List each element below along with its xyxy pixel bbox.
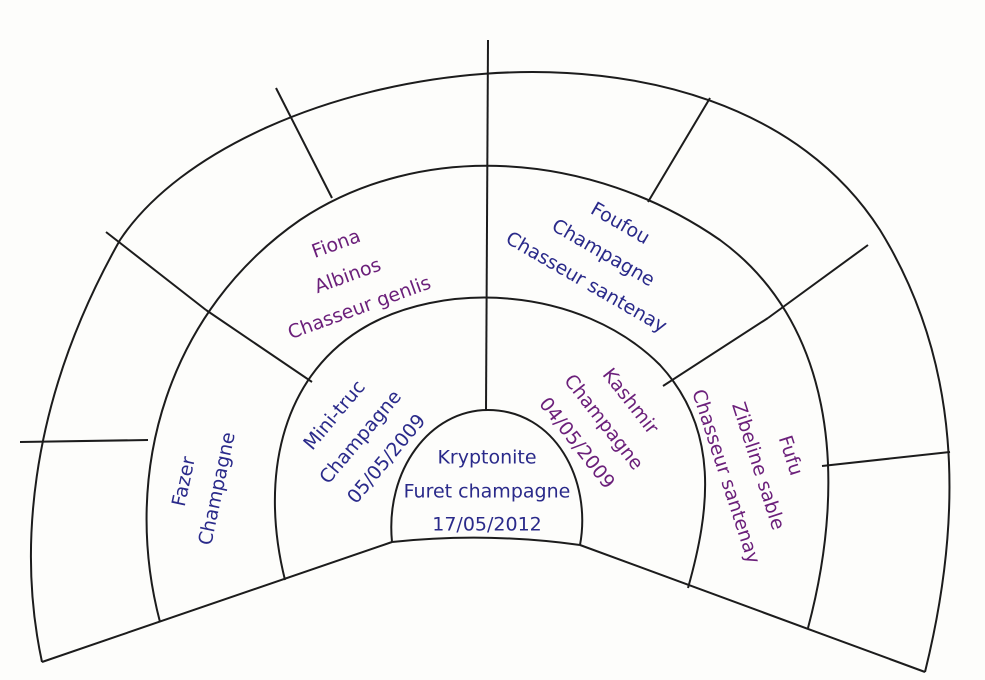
subject-cell: Kryptonite Furet champagne 17/05/2012 <box>404 447 571 536</box>
left-base-edge <box>41 541 393 663</box>
outer-ring-arc <box>30 71 951 673</box>
right-base-edge <box>579 544 926 673</box>
paternal-grandmother-name: Fiona <box>309 225 364 263</box>
fan-outlines <box>19 39 951 673</box>
divider-gg-6 <box>767 244 869 319</box>
subject-birth-date: 17/05/2012 <box>432 514 542 536</box>
divider-right-grand <box>662 317 769 387</box>
parent-ring-arc <box>273 296 707 589</box>
paternal-grandfather-cell: Fazer Champagne <box>168 430 240 547</box>
center-base-edge <box>391 536 581 546</box>
maternal-grandfather-cell: Foufou Champagne Chasseur santenay <box>502 198 671 338</box>
divider-gg-3 <box>275 87 333 199</box>
divider-gg-1 <box>19 439 149 443</box>
subject-name: Kryptonite <box>437 447 536 469</box>
subject-color-type: Furet champagne <box>404 481 571 503</box>
maternal-grandmother-name: Fufu <box>774 433 807 478</box>
divider-center-top <box>485 39 489 411</box>
maternal-grandmother-cell: Fufu Zibeline sable Chasseur santenay <box>687 387 807 567</box>
grandparent-ring-arc <box>145 164 830 629</box>
center-ring-arc <box>390 409 584 546</box>
divider-gg-2 <box>105 231 207 311</box>
divider-gg-5 <box>647 97 711 203</box>
paternal-grandfather-color-type: Champagne <box>194 430 239 547</box>
divider-gg-7 <box>821 451 951 467</box>
divider-left-grand <box>205 309 313 383</box>
mother-cell: Kashmir Champagne 04/05/2009 <box>534 364 663 493</box>
paternal-grandfather-name: Fazer <box>168 455 200 509</box>
